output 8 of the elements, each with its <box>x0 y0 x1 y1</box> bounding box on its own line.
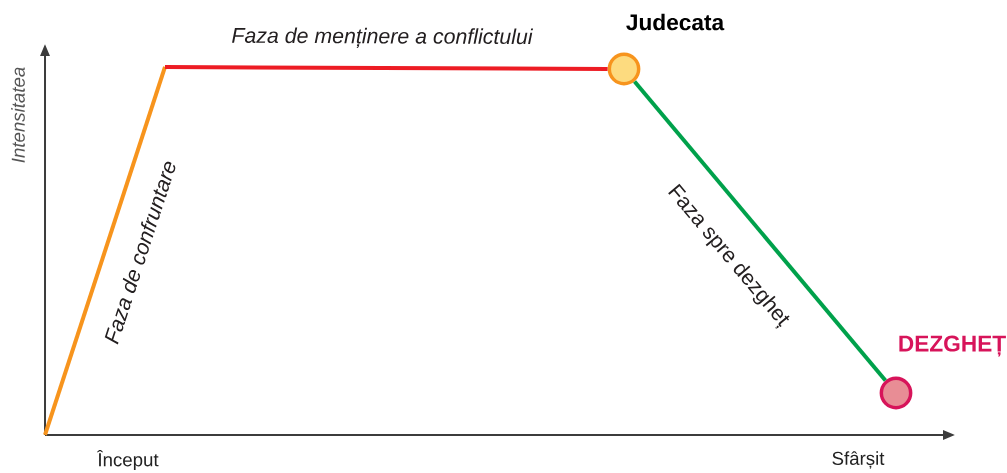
point-label: Judecata <box>626 13 725 31</box>
axis-label: Sfârșit <box>832 451 885 469</box>
axis-label: Început <box>96 449 159 471</box>
phase-label: Faza de menținere a conflictului <box>232 27 534 48</box>
point-label: DEZGHEȚ <box>899 335 1006 357</box>
phase-line <box>165 65 608 71</box>
phase-line <box>633 80 887 382</box>
axis-label: Intensitatea <box>11 67 25 163</box>
